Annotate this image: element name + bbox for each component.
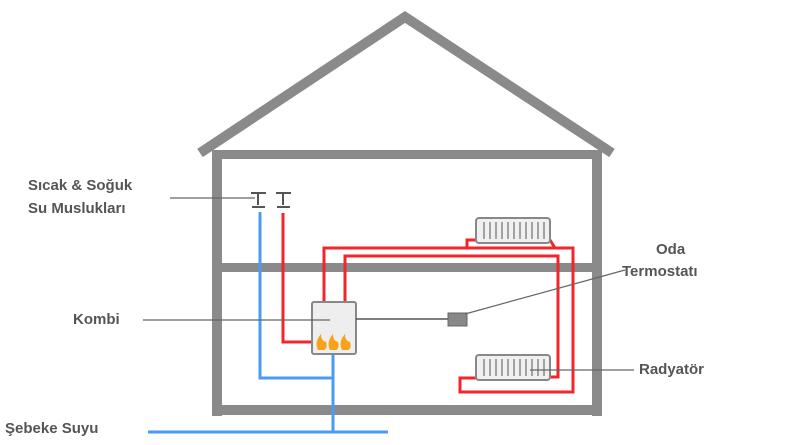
radiator-label: Radyatör bbox=[639, 361, 705, 378]
thermostat-label-line2: Termostatı bbox=[622, 263, 698, 280]
thermostat-label-line1: Oda bbox=[656, 241, 686, 258]
flame-icon bbox=[316, 334, 351, 350]
ceiling bbox=[212, 150, 602, 159]
ground-floor bbox=[212, 405, 602, 415]
hot-water-pipes bbox=[281, 213, 575, 394]
boiler bbox=[311, 301, 357, 355]
house bbox=[197, 11, 615, 416]
radiator-upper bbox=[475, 217, 551, 244]
cold-water-pipes bbox=[148, 212, 388, 434]
right-wall bbox=[592, 152, 602, 416]
taps bbox=[251, 192, 291, 208]
roof bbox=[197, 11, 615, 158]
left-wall bbox=[212, 152, 222, 416]
boiler-label: Kombi bbox=[73, 311, 120, 328]
radiator-lower bbox=[475, 354, 551, 381]
hot-tap-icon bbox=[276, 192, 291, 208]
cold-tap-icon bbox=[251, 192, 266, 208]
taps-label-line1: Sıcak & Soğuk bbox=[28, 177, 133, 194]
leader-lines bbox=[143, 197, 634, 371]
thermostat-icon bbox=[447, 312, 468, 327]
taps-label-line2: Su Muslukları bbox=[28, 200, 126, 217]
middle-floor bbox=[212, 263, 602, 272]
thermostat bbox=[356, 312, 468, 327]
mains-label: Şebeke Suyu bbox=[5, 420, 99, 437]
